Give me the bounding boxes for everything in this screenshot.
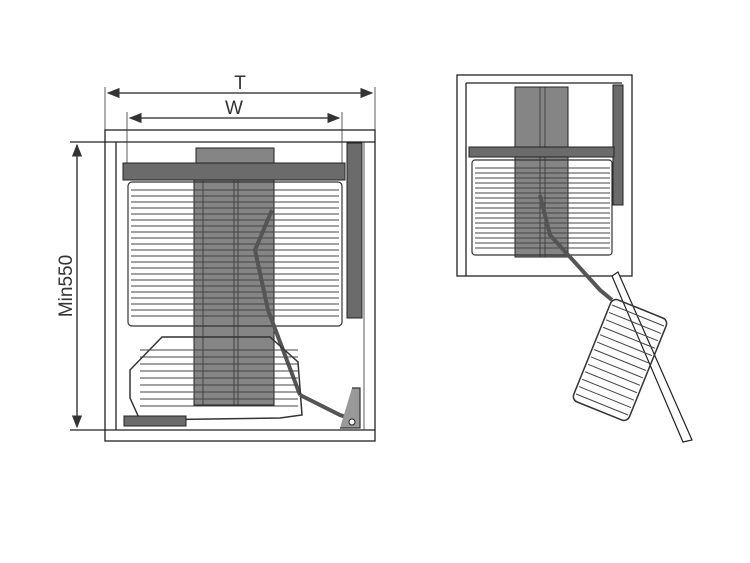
basket-wire (575, 393, 629, 416)
dimension-t: T (104, 73, 376, 130)
swung-door (611, 271, 693, 443)
basket-wire (602, 326, 656, 349)
dimension-w-label: W (225, 98, 243, 119)
basket-wire (608, 311, 662, 334)
basket-wire (605, 319, 659, 342)
basket-wire (593, 349, 647, 371)
basket-wire (596, 341, 650, 364)
center-column-top (514, 86, 569, 258)
basket-wire (611, 304, 665, 327)
upper-basket (122, 162, 346, 327)
dimension-min-height: Min550 (56, 143, 83, 429)
basket-wire (578, 386, 632, 409)
door-panel (346, 142, 363, 319)
front-view: T W Min550 (56, 73, 376, 442)
cabinet-outline-top (456, 74, 633, 277)
top-view-open (456, 74, 693, 443)
basket-wire (584, 371, 638, 394)
dimension-t-label: T (234, 73, 246, 94)
basket-wire (581, 378, 635, 401)
dimension-min-height-label: Min550 (56, 255, 77, 317)
basket-wire (599, 334, 653, 357)
basket-wire (590, 356, 644, 379)
cabinet-outline (104, 129, 376, 442)
swung-basket (572, 298, 668, 422)
lower-basket (123, 336, 361, 429)
basket-wire (587, 363, 641, 386)
dimension-w: W (126, 98, 343, 170)
